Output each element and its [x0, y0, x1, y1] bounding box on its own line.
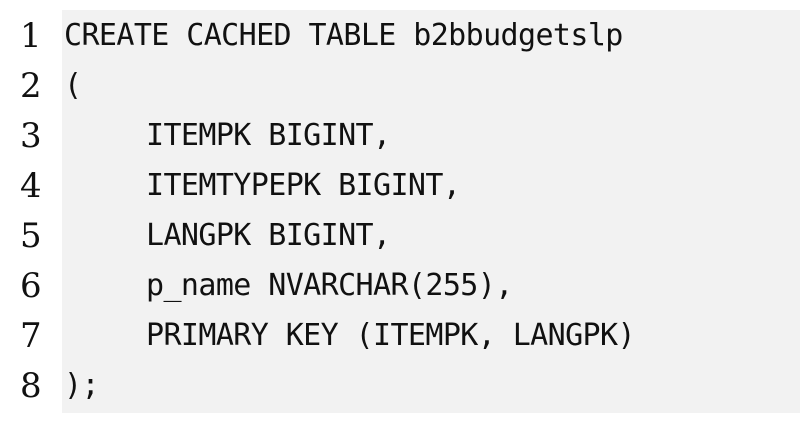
code-line-8: 8 ); [0, 362, 800, 410]
line-number: 4 [20, 166, 42, 206]
code-line-6: 6 p_name NVARCHAR(255), [0, 262, 800, 310]
code-line-3: 3 ITEMPK BIGINT, [0, 112, 800, 160]
code-line-5: 5 LANGPK BIGINT, [0, 212, 800, 260]
code-line-2: 2 ( [0, 62, 800, 110]
code-text: PRIMARY KEY (ITEMPK, LANGPK) [146, 318, 636, 353]
code-text: CREATE CACHED TABLE b2bbudgetslp [64, 18, 623, 53]
code-text: ITEMPK BIGINT, [146, 118, 391, 153]
line-number: 6 [20, 266, 42, 306]
line-number: 2 [20, 66, 42, 106]
line-number: 8 [20, 366, 42, 406]
line-number: 5 [20, 216, 42, 256]
line-number: 3 [20, 116, 42, 156]
code-text: p_name NVARCHAR(255), [146, 268, 513, 303]
code-text: ); [64, 368, 100, 403]
code-line-4: 4 ITEMTYPEPK BIGINT, [0, 162, 800, 210]
code-line-1: 1 CREATE CACHED TABLE b2bbudgetslp [0, 12, 800, 60]
code-text: ( [64, 68, 82, 103]
line-number: 7 [20, 316, 42, 356]
code-line-7: 7 PRIMARY KEY (ITEMPK, LANGPK) [0, 312, 800, 360]
code-text: ITEMTYPEPK BIGINT, [146, 168, 461, 203]
code-text: LANGPK BIGINT, [146, 218, 391, 253]
line-number: 1 [20, 16, 42, 56]
code-listing-background [62, 10, 800, 413]
